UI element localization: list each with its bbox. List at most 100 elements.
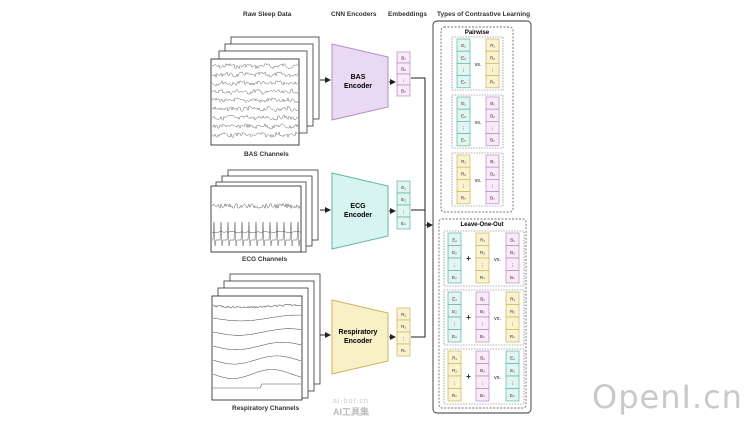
- pairwise-box: [440, 26, 514, 213]
- loo-anchor-embedding-label: ⋮: [452, 380, 457, 385]
- pairwise-right-embedding-label: Rₙ: [490, 80, 495, 85]
- ecg-embedding-label: ⋮: [401, 209, 406, 214]
- ecg-embedding-label: Eₙ: [401, 221, 406, 226]
- leave-one-out-rows: E₁E₂⋮EₙR₁R₂⋮RₙB₁B₂⋮Bₙ+vs.E₁E₂⋮EₙB₁B₂⋮BₙR…: [443, 230, 525, 405]
- loo-anchor-embedding-label: E₁: [452, 296, 457, 301]
- bas-trace: [211, 114, 299, 121]
- bas-trace: [211, 80, 299, 86]
- pairwise-right-embedding-label: ⋮: [490, 184, 495, 189]
- loo-anchor-embedding-cell: [447, 329, 462, 343]
- bas-trace: [211, 88, 299, 95]
- loo-plus: +: [466, 254, 471, 263]
- bas-embedding-label: B₂: [401, 67, 406, 72]
- pairwise-right-embedding-label: Bₙ: [490, 196, 495, 201]
- loo-vs: vs.: [494, 316, 502, 322]
- ecg-noisy-trace: [211, 202, 301, 210]
- pairwise-right-embedding-label: B₂: [490, 113, 495, 118]
- pairwise-row-frame: [451, 94, 504, 149]
- bas-embedding-label: ⋮: [401, 78, 406, 83]
- pairwise-left-embedding-label: E₂: [461, 55, 466, 60]
- pairwise-right-embedding-label: B₂: [490, 171, 495, 176]
- ecg-signal-stack: [210, 169, 319, 253]
- loo-paired-embedding-label: R₂: [480, 250, 485, 255]
- loo-left-out-embedding-label: B₂: [510, 250, 515, 255]
- pairwise-left-embedding-label: ⋮: [461, 68, 466, 73]
- resp-embedding-label: R₂: [401, 324, 406, 329]
- resp-trace: [213, 304, 302, 309]
- loo-paired-embedding-label: B₂: [480, 309, 485, 314]
- header-embeddings: Embeddings: [388, 11, 428, 18]
- bas-trace: [211, 131, 299, 139]
- pairwise-left-embedding-label: ⋮: [461, 184, 466, 189]
- bas-trace: [211, 105, 299, 112]
- loo-left-out-embedding-cell: [505, 388, 520, 402]
- loo-paired-embedding-cell: [475, 329, 490, 343]
- loo-paired-embedding-label: R₁: [480, 237, 485, 242]
- loo-vs: vs.: [494, 375, 502, 381]
- bas-embeddings: B₁ B₂ ⋮ Bₙ: [396, 51, 411, 97]
- ecg-embedding-label: E₁: [401, 185, 406, 190]
- caption-bas-channels: BAS Channels: [244, 151, 289, 158]
- bas-embedding-cell: [396, 84, 411, 97]
- pairwise-left-embedding-label: E₁: [461, 43, 466, 48]
- resp-trace: [212, 328, 302, 336]
- loo-paired-embedding-cell: [475, 270, 490, 284]
- pairwise-left-embedding-cell: [456, 75, 471, 89]
- resp-step-trace: [213, 383, 301, 389]
- bas-embedding-label: Bₙ: [401, 89, 406, 94]
- pairwise-right-embedding-cell: [485, 75, 500, 89]
- loo-paired-embedding-cell: [475, 388, 490, 402]
- pairwise-title: Pairwise: [465, 30, 490, 36]
- pairwise-row-frame: [451, 152, 504, 207]
- loo-paired-embedding-label: B₁: [480, 355, 485, 360]
- loo-anchor-embedding-label: R₂: [452, 368, 457, 373]
- loo-anchor-embedding-cell: [447, 270, 462, 284]
- ecg-embeddings: E₁ E₂ ⋮ Eₙ: [396, 180, 411, 230]
- loo-left-out-embedding-cell: [505, 270, 520, 284]
- resp-trace: [212, 314, 302, 322]
- loo-paired-embedding-label: ⋮: [480, 262, 485, 267]
- loo-paired-embedding-label: B₂: [480, 368, 485, 373]
- resp-encoder-label-1: Respiratory: [339, 329, 378, 336]
- pairwise-left-embedding-label: R₁: [461, 159, 466, 164]
- resp-trace: [212, 355, 302, 365]
- loo-anchor-embedding-label: Eₙ: [452, 334, 457, 339]
- bas-trace: [211, 123, 299, 130]
- bas-embedding-label: B₁: [401, 56, 406, 61]
- caption-respiratory-channels: Respiratory Channels: [232, 405, 300, 412]
- ecg-embedding-label: E₂: [401, 197, 406, 202]
- loo-left-out-embedding-label: E₂: [510, 368, 515, 373]
- loo-left-out-embedding-label: Bₙ: [510, 275, 515, 280]
- pairwise-right-embedding-label: Bₙ: [490, 138, 495, 143]
- watermark-small-line2: AI工具集: [333, 407, 370, 417]
- bas-embedding: B₁ B₂ ⋮ Bₙ: [396, 51, 411, 97]
- ecg-encoder-label-1: ECG: [350, 203, 366, 210]
- ecg-baseline-trace: [211, 231, 301, 233]
- ecg-encoder-label-2: Encoder: [344, 212, 372, 219]
- pairwise-right-embedding: B₁ B₂ ⋮ Bₙ: [485, 154, 500, 205]
- pairwise-left-embedding-label: ⋮: [461, 126, 466, 131]
- ecg-embedding-cell: [396, 216, 411, 230]
- pairwise-left-embedding-cell: [456, 191, 471, 205]
- pairwise-right-embedding-label: ⋮: [490, 126, 495, 131]
- pairwise-right-embedding-label: ⋮: [490, 68, 495, 73]
- ecg-qrs-trace: [212, 221, 301, 247]
- leave-one-out-box: [438, 218, 527, 409]
- bas-encoder-label-2: Encoder: [344, 83, 372, 90]
- pairwise-right-embedding-label: R₂: [490, 55, 495, 60]
- resp-embedding-label: ⋮: [401, 336, 406, 341]
- loo-left-out-embedding-label: ⋮: [510, 262, 515, 267]
- pairwise-right-embedding-label: B₁: [490, 159, 495, 164]
- pairwise-right-embedding-label: B₁: [490, 101, 495, 106]
- loo-paired-embedding-label: ⋮: [480, 321, 485, 326]
- resp-signal-stack: [211, 273, 321, 401]
- pairwise-right-embedding: B₁ B₂ ⋮ Bₙ: [485, 96, 500, 147]
